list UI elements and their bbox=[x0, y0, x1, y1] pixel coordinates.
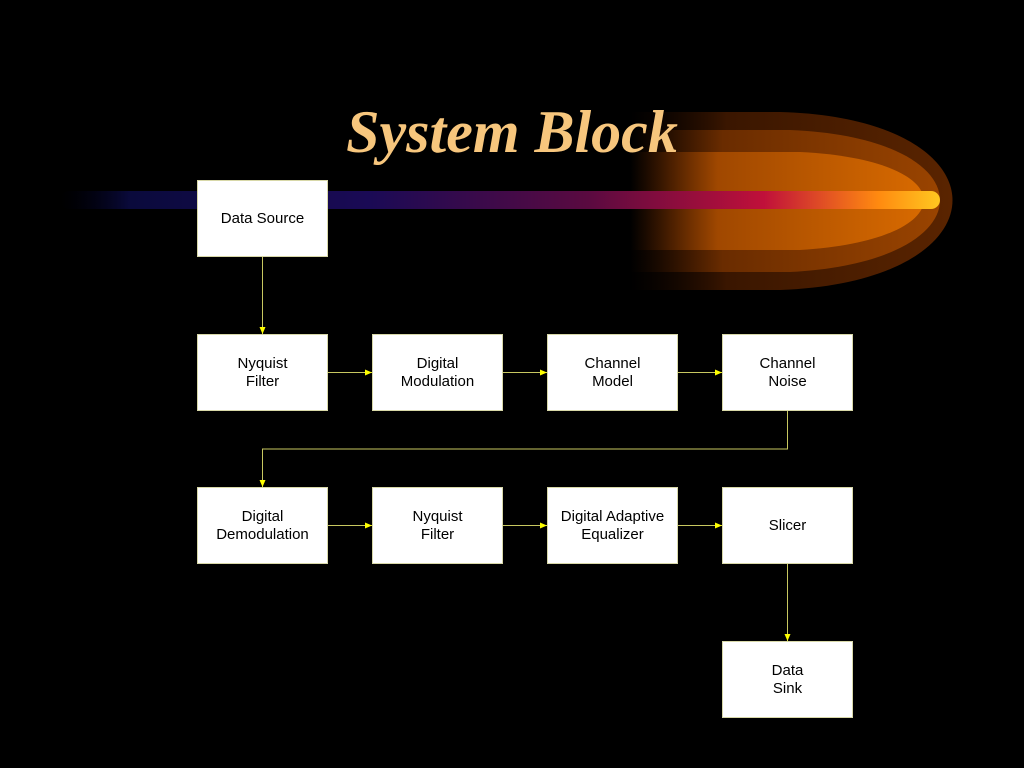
block-data-source[interactable]: Data Source bbox=[197, 180, 328, 257]
block-label-line: Slicer bbox=[768, 516, 807, 534]
block-label-line: Digital Adaptive bbox=[560, 507, 665, 525]
block-label-line: Noise bbox=[768, 372, 807, 390]
slide-title: System Block bbox=[346, 99, 678, 165]
block-label-line: Digital bbox=[241, 507, 284, 525]
block-label-line: Equalizer bbox=[581, 525, 644, 543]
block-label-line: Modulation bbox=[400, 372, 475, 390]
block-label-line: Channel bbox=[759, 354, 816, 372]
block-label-line: Demodulation bbox=[216, 525, 309, 543]
block-label-line: Filter bbox=[245, 372, 280, 390]
block-slicer[interactable]: Slicer bbox=[722, 487, 853, 564]
block-label-line: Nyquist bbox=[412, 507, 463, 525]
block-label-line: Channel bbox=[584, 354, 641, 372]
block-label-line: Nyquist bbox=[237, 354, 288, 372]
block-label-line: Data Source bbox=[220, 209, 305, 227]
block-label-line: Data bbox=[771, 661, 804, 679]
block-label-line: Model bbox=[592, 372, 633, 390]
block-label-line: Filter bbox=[420, 525, 455, 543]
block-label-line: Digital bbox=[416, 354, 459, 372]
block-label-line: Sink bbox=[772, 679, 803, 697]
